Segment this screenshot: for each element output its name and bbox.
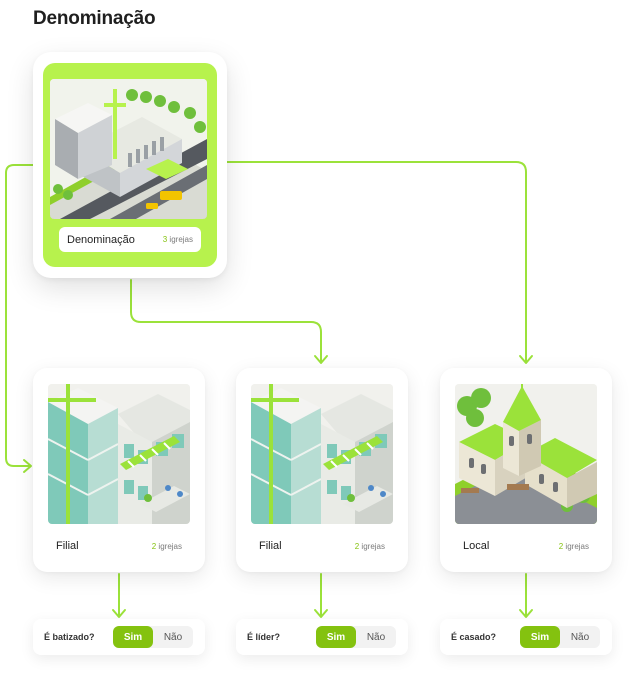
no-option[interactable]: Não bbox=[366, 631, 386, 643]
main-card-label: Denominação 3 igrejas bbox=[59, 227, 201, 252]
branch-card-label: Filial 2 igrejas bbox=[48, 534, 190, 558]
arrowhead-filial-2 bbox=[314, 355, 328, 364]
office-building-illustration bbox=[251, 384, 393, 524]
arrowhead-filial-1 bbox=[23, 459, 32, 473]
yes-option[interactable]: Sim bbox=[316, 626, 356, 648]
question-text: É casado? bbox=[451, 632, 497, 642]
no-option[interactable]: Não bbox=[570, 631, 590, 643]
branch-card-label: Filial 2 igrejas bbox=[251, 534, 393, 558]
branch-card-name: Local bbox=[463, 540, 490, 552]
connector-main-to-filial-1 bbox=[5, 164, 34, 467]
branch-card-count: 2 igrejas bbox=[354, 541, 385, 551]
connector-main-to-filial-2 bbox=[130, 279, 322, 363]
branch-card-count: 2 igrejas bbox=[558, 541, 589, 551]
yes-no-toggle[interactable]: Sim Não bbox=[520, 626, 600, 648]
yes-option[interactable]: Sim bbox=[113, 626, 153, 648]
yes-no-toggle[interactable]: Sim Não bbox=[316, 626, 396, 648]
arrowhead-question-3 bbox=[519, 609, 533, 618]
arrowhead-question-1 bbox=[112, 609, 126, 618]
question-card-lider: É líder? Sim Não bbox=[236, 619, 408, 655]
branch-card-local[interactable]: Local 2 igrejas bbox=[440, 368, 612, 572]
headquarters-building-illustration bbox=[50, 79, 207, 219]
office-building-illustration bbox=[48, 384, 190, 524]
arrowhead-question-2 bbox=[314, 609, 328, 618]
branch-card-filial-2[interactable]: Filial 2 igrejas bbox=[236, 368, 408, 572]
question-card-batizado: É batizado? Sim Não bbox=[33, 619, 205, 655]
branch-card-filial-1[interactable]: Filial 2 igrejas bbox=[33, 368, 205, 572]
church-illustration bbox=[455, 384, 597, 524]
yes-option[interactable]: Sim bbox=[520, 626, 560, 648]
connector-main-to-local bbox=[226, 161, 527, 363]
no-option[interactable]: Não bbox=[163, 631, 183, 643]
page-title: Denominação bbox=[33, 8, 156, 29]
main-card-count: 3 igrejas bbox=[162, 235, 193, 244]
branch-card-name: Filial bbox=[259, 540, 282, 552]
question-text: É líder? bbox=[247, 632, 281, 642]
main-card-name: Denominação bbox=[67, 233, 135, 246]
yes-no-toggle[interactable]: Sim Não bbox=[113, 626, 193, 648]
main-denomination-card[interactable]: Denominação 3 igrejas bbox=[33, 52, 227, 278]
branch-card-name: Filial bbox=[56, 540, 79, 552]
branch-card-count: 2 igrejas bbox=[151, 541, 182, 551]
question-text: É batizado? bbox=[44, 632, 95, 642]
arrowhead-local bbox=[519, 355, 533, 364]
question-card-casado: É casado? Sim Não bbox=[440, 619, 612, 655]
branch-card-label: Local 2 igrejas bbox=[455, 534, 597, 558]
